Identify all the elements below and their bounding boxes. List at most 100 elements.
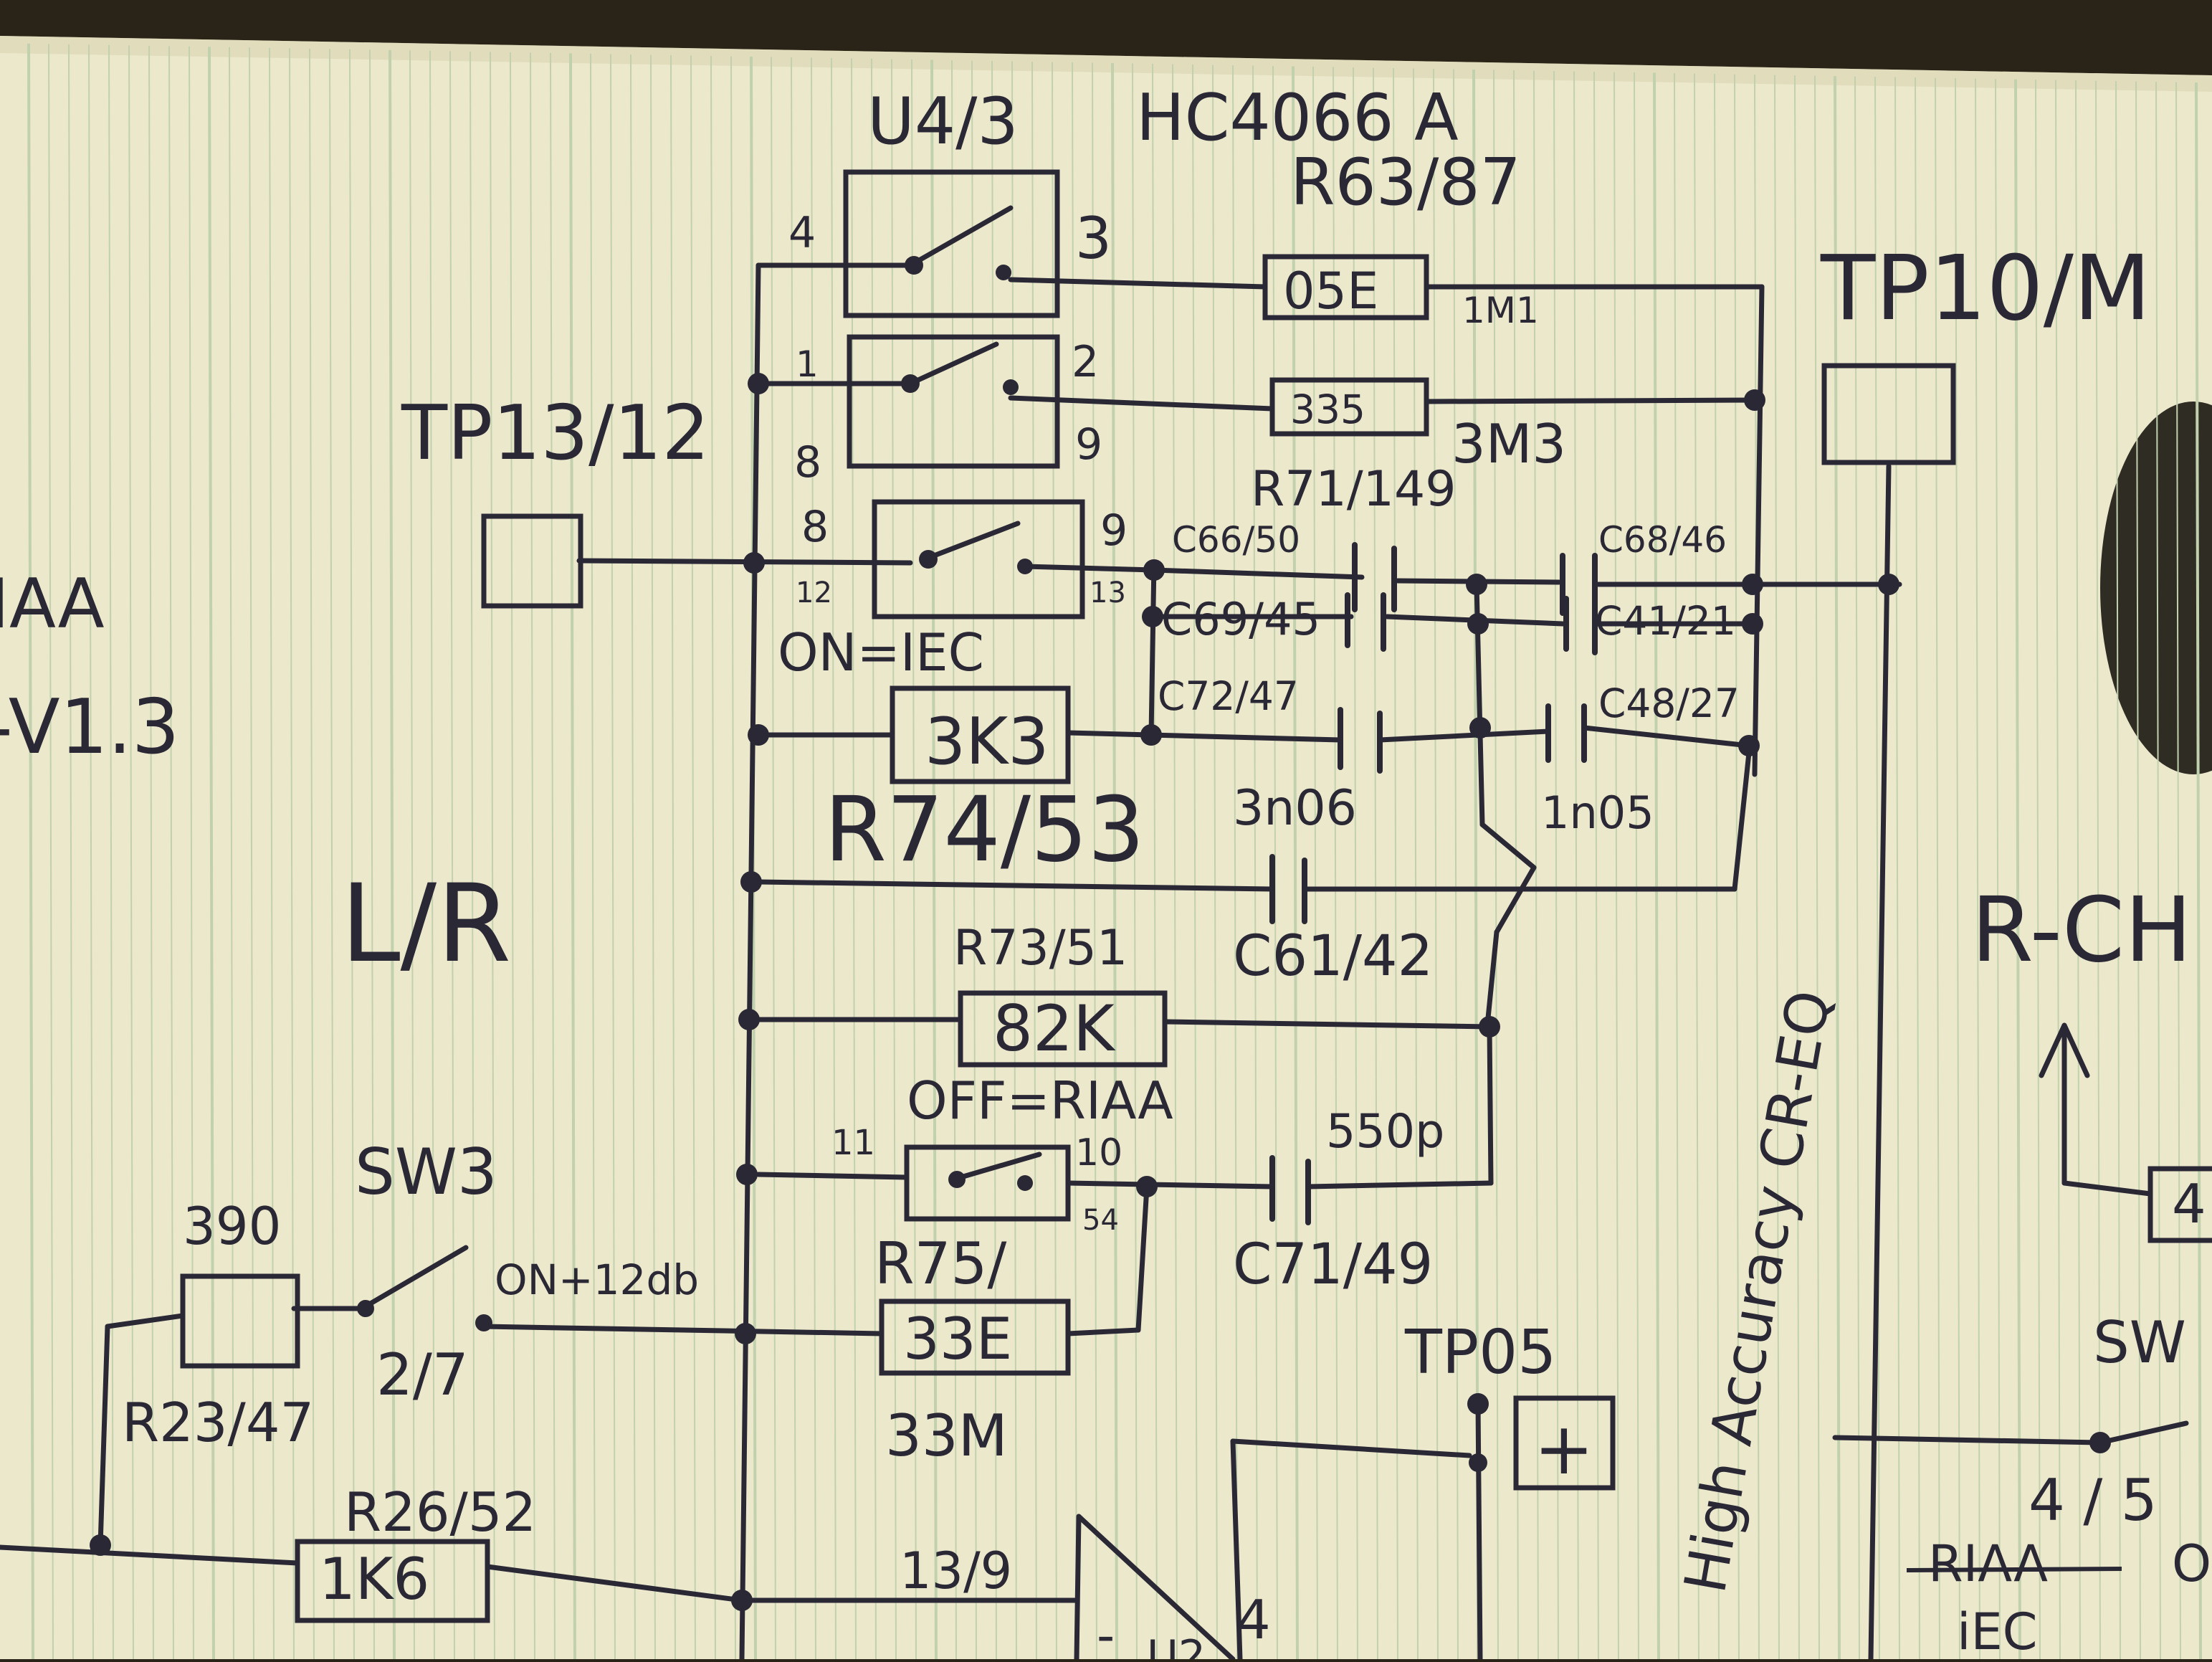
pin-8b: 8 xyxy=(801,502,829,552)
sw-right-label: SW xyxy=(2093,1309,2186,1376)
grid-line xyxy=(1413,68,1419,1660)
c71-value: 550p xyxy=(1326,1105,1444,1159)
ic-name: U4/3 xyxy=(867,84,1019,159)
paper-shadow-edge xyxy=(0,36,2212,92)
grid-line xyxy=(1955,78,1960,1660)
grid-line xyxy=(1292,66,1299,1660)
switch-box-mid xyxy=(847,334,1060,469)
grid-line xyxy=(569,53,576,1660)
grid-line xyxy=(730,56,736,1660)
grid-line xyxy=(2115,81,2121,1660)
grid-line xyxy=(229,47,234,1660)
grid-line xyxy=(1353,67,1358,1660)
off-riaa-note: OFF=RIAA xyxy=(907,1070,1173,1131)
grid-line xyxy=(1533,70,1539,1660)
grid-line xyxy=(48,44,54,1660)
version-label: -V1.3 xyxy=(0,683,180,771)
right-box-pin: 4 xyxy=(2172,1172,2206,1235)
grid-line xyxy=(811,57,816,1660)
grid-line xyxy=(590,53,596,1660)
grid-line xyxy=(1634,72,1639,1660)
c72-label: C72/47 xyxy=(1158,673,1299,719)
grid-line xyxy=(1553,71,1559,1660)
pin-8: 8 xyxy=(794,437,821,488)
r75-alt: 33M xyxy=(885,1402,1008,1469)
grid-line xyxy=(1393,67,1398,1660)
lr-label: L/R xyxy=(340,862,511,987)
tp10-box xyxy=(1821,363,1956,465)
o-text: O xyxy=(2172,1534,2211,1593)
riaa-left-label: IAA xyxy=(0,565,105,644)
grid-line xyxy=(1453,69,1459,1660)
pin-9b: 9 xyxy=(1100,505,1128,556)
grid-line xyxy=(791,57,796,1660)
pin-13-9: 13/9 xyxy=(900,1542,1012,1600)
iec-right: iEC xyxy=(1957,1602,2038,1659)
ic-part: HC4066 A xyxy=(1136,80,1459,156)
grid-line xyxy=(1894,77,1900,1660)
grid-line xyxy=(1714,74,1720,1660)
grid-line xyxy=(128,45,134,1660)
grid-line xyxy=(1333,67,1338,1660)
pin-13: 13 xyxy=(1090,576,1126,609)
grid-line xyxy=(871,58,877,1660)
grid-line xyxy=(1132,63,1138,1660)
r26-value: 1K6 xyxy=(319,1546,429,1613)
grid-line xyxy=(1674,73,1679,1660)
c41-label: C41/21 xyxy=(1595,598,1736,644)
junction-dots xyxy=(90,256,2111,1611)
tp10-label: TP10/M xyxy=(1820,237,2151,341)
grid-line xyxy=(930,60,938,1660)
grid-line xyxy=(991,60,997,1660)
grid-line xyxy=(369,49,375,1660)
pin-4-opamp: 4 xyxy=(1236,1588,1271,1651)
riaa-strikethrough xyxy=(1906,1567,2122,1572)
grid-line xyxy=(831,57,836,1660)
resistor-box-r75 xyxy=(879,1298,1071,1376)
grid-line xyxy=(1995,79,2001,1660)
grid-line xyxy=(1373,67,1378,1660)
sw3-on-label: ON+12db xyxy=(495,1255,699,1304)
grid-line xyxy=(429,50,435,1660)
grid-line xyxy=(1252,65,1258,1660)
pin-9: 9 xyxy=(1075,419,1102,470)
r63-value: 05E xyxy=(1283,262,1378,320)
grid-line xyxy=(891,59,897,1660)
grid-line xyxy=(610,54,616,1660)
r73-ref: R73/51 xyxy=(953,920,1128,977)
grid-line xyxy=(690,55,696,1660)
pin-1: 1 xyxy=(796,343,819,385)
grid-line xyxy=(1111,62,1118,1660)
switch-box-iec xyxy=(872,499,1085,619)
grid-line xyxy=(1493,70,1499,1660)
grid-line xyxy=(2175,82,2181,1660)
r71-ref: R71/149 xyxy=(1251,461,1456,518)
capacitor-plates xyxy=(1269,542,1598,1225)
grid-line xyxy=(208,47,215,1660)
grid-line xyxy=(650,54,656,1660)
r26-ref: R26/52 xyxy=(344,1481,536,1544)
r73-value: 82K xyxy=(993,992,1116,1065)
c69-label: C69/45 xyxy=(1161,593,1320,645)
grid-line xyxy=(490,52,495,1660)
component-boxes xyxy=(180,169,2212,1623)
c61-label: C61/42 xyxy=(1233,924,1433,989)
grid-line xyxy=(1232,65,1238,1660)
wires xyxy=(0,205,2189,1662)
cap-value-right: 1n05 xyxy=(1541,787,1654,839)
grid-line xyxy=(2014,79,2021,1660)
pin-4-5: 4 / 5 xyxy=(2029,1467,2158,1534)
grid-line xyxy=(1774,75,1780,1660)
pin-4: 4 xyxy=(788,208,816,258)
r74-value: 3K3 xyxy=(925,704,1049,779)
finger-shadow xyxy=(2100,402,2212,774)
pin-11: 11 xyxy=(831,1123,875,1163)
grid-line xyxy=(1192,64,1198,1660)
grid-line xyxy=(289,48,295,1660)
pin-12: 12 xyxy=(796,576,832,609)
resistor-box-r23 xyxy=(180,1273,300,1369)
grid-line xyxy=(1433,68,1439,1660)
r63-ref: R63/87 xyxy=(1290,145,1521,220)
grid-line xyxy=(1834,76,1841,1660)
